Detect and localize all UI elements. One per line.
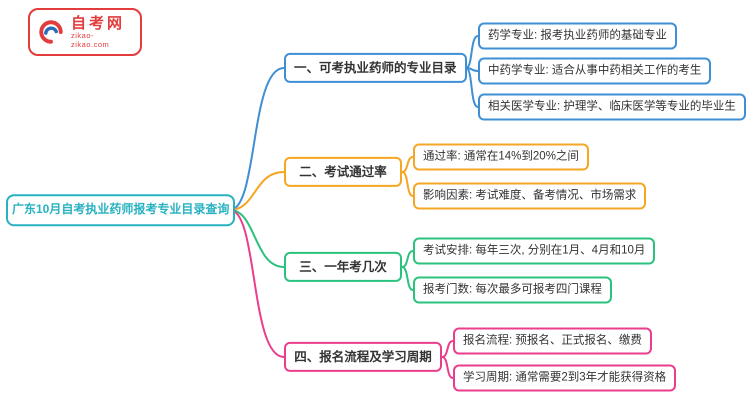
logo-icon <box>39 20 63 44</box>
link-root-branch2 <box>229 171 285 211</box>
link-branch3-child1 <box>401 250 414 268</box>
logo: 自考网 zikao-zikao.com <box>28 8 142 56</box>
branch-3-child-1: 考试安排: 每年三次, 分别在1月、4月和10月 <box>413 237 656 265</box>
logo-subtitle: zikao-zikao.com <box>71 31 110 49</box>
link-root-branch4 <box>229 209 285 358</box>
branch-1-child-1: 药学专业: 报考执业药师的基础专业 <box>478 22 677 50</box>
branch-2-topic: 二、考试通过率 <box>284 156 402 188</box>
link-branch1-child1 <box>465 35 479 69</box>
root-node: 广东10月自考执业药师报考专业目录查询 <box>6 194 236 226</box>
branch-1-child-2: 中药学专业: 适合从事中药相关工作的考生 <box>478 57 712 85</box>
link-branch3-child2 <box>401 266 414 291</box>
branch-1-topic: 一、可考执业药师的专业目录 <box>284 52 467 84</box>
link-branch2-child1 <box>401 156 414 173</box>
branch-2-child-1: 通过率: 通常在14%到20%之间 <box>413 143 589 171</box>
link-root-branch3 <box>229 209 285 268</box>
branch-3-child-2: 报考门数: 每次最多可报考四门课程 <box>413 276 612 304</box>
link-branch4-child2 <box>441 356 454 379</box>
branch-4-child-2: 学习周期: 通常需要2到3年才能获得资格 <box>453 364 677 392</box>
link-root-branch1 <box>229 67 285 211</box>
logo-text: 自考网 zikao-zikao.com <box>71 15 132 50</box>
branch-4-child-1: 报名流程: 预报名、正式报名、缴费 <box>453 327 652 355</box>
link-branch2-child2 <box>401 171 414 197</box>
branch-3-topic: 三、一年考几次 <box>284 251 402 283</box>
branch-4-topic: 四、报名流程及学习周期 <box>284 341 442 373</box>
link-branch1-child3 <box>465 67 479 108</box>
logo-title: 自考网 <box>71 14 126 32</box>
branch-1-child-3: 相关医学专业: 护理学、临床医学等专业的毕业生 <box>478 93 746 121</box>
branch-2-child-2: 影响因素: 考试难度、备考情况、市场需求 <box>413 182 647 210</box>
link-branch4-child1 <box>441 340 454 358</box>
